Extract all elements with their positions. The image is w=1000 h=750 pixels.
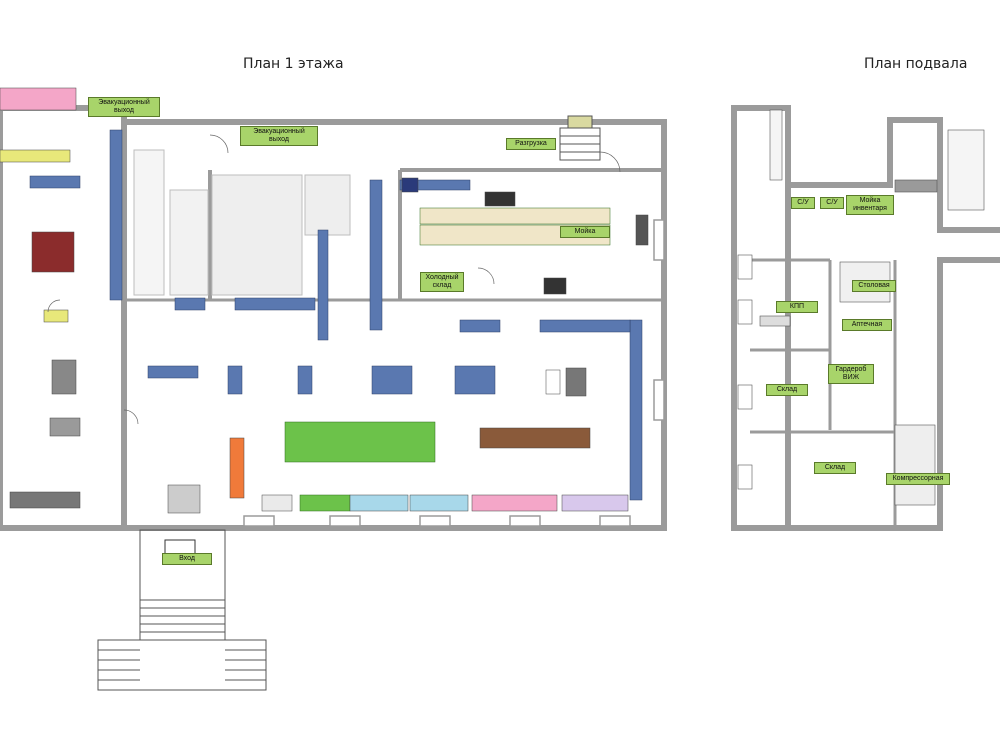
basement-details [737,109,985,506]
compressor-label: Компрессорная [886,473,950,485]
warehouse1-label: Склад [766,384,808,396]
first-aid-label: Аптечная [842,319,892,331]
evac-exit-label-top: Эвакуационный выход [88,97,160,117]
basement-walls [731,105,1000,531]
unload-stairs [559,115,601,161]
warehouse2-label: Склад [814,462,856,474]
windows [243,219,665,527]
washing-label: Мойка [560,226,610,238]
equipment-bottom-row [167,427,629,514]
dining-label: Столовая [852,280,896,292]
doors [47,134,621,425]
basement-su1-label: С/У [791,197,815,209]
basement-su2-label: С/У [820,197,844,209]
wardrobe-label: Гардероб ВИЖ [828,364,874,384]
left-area [0,87,81,509]
equipment-green [284,207,611,512]
washing-inventory-label: Мойка инвентаря [846,195,894,215]
entrance-stairs [97,529,267,691]
entrance-label: Вход [162,553,212,565]
floor1-walls [0,105,667,531]
kpp-label: КПП [776,301,818,313]
evac-exit-label-mid: Эвакуационный выход [240,126,318,146]
basement-title: План подвала [864,56,968,72]
cold-room-label: Холодный склад [420,272,464,292]
top-equipment [401,177,649,397]
floor1-title: План 1 этажа [243,56,344,72]
unload-label: Разгрузка [506,138,556,150]
floor1-rooms [133,149,351,296]
equipment-blue [29,129,643,501]
